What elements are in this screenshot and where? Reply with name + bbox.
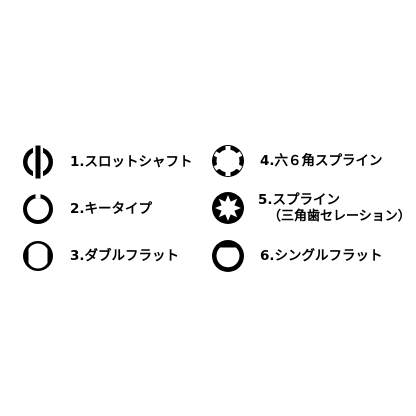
shaft-type-name-6: シングルフラット: [274, 247, 383, 264]
shaft-type-item-2: 2.キータイプ: [20, 191, 152, 227]
shaft-type-name-2: キータイプ: [84, 200, 153, 217]
double-flat-shaft-icon: [23, 241, 53, 271]
shaft-type-name-3: ダブルフラット: [84, 247, 180, 264]
shaft-type-number-1: 1.: [70, 153, 85, 170]
shaft-type-item-6: 6.シングルフラット: [208, 236, 383, 276]
shaft-type-number-6: 6.: [260, 247, 275, 264]
shaft-type-item-5: 5.スプライン （三角歯セレーション）: [208, 188, 411, 228]
shaft-type-item-4: 4.六６角スプライン: [208, 141, 383, 181]
shaft-type-sub-5: （三角歯セレーション）: [268, 208, 411, 224]
slotted-shaft-icon: [23, 145, 53, 179]
serration-spline-shaft-icon: [212, 192, 244, 224]
shaft-type-label-4: 4.六６角スプライン: [260, 153, 383, 170]
shaft-type-number-4: 4.: [260, 152, 275, 169]
shaft-type-label-5: 5.スプライン （三角歯セレーション）: [258, 192, 411, 225]
shaft-type-name-1: スロットシャフト: [84, 153, 193, 170]
shaft-type-label-6: 6.シングルフラット: [260, 248, 383, 265]
shaft-type-name-5: スプライン: [272, 191, 341, 208]
hex-spline-shaft-icon: [212, 145, 244, 177]
single-flat-shaft-icon: [212, 240, 244, 272]
shaft-type-number-5: 5.: [258, 191, 273, 208]
shaft-type-label-3: 3.ダブルフラット: [70, 248, 179, 265]
shaft-type-item-1: 1.スロットシャフト: [20, 144, 193, 180]
keyed-shaft-icon: [23, 193, 53, 224]
shaft-type-number-3: 3.: [70, 247, 85, 264]
shaft-type-label-2: 2.キータイプ: [70, 201, 152, 218]
shaft-type-name-4: 六６角スプライン: [274, 152, 383, 169]
shaft-type-item-3: 3.ダブルフラット: [20, 238, 179, 274]
shaft-type-number-2: 2.: [70, 200, 85, 217]
shaft-type-label-1: 1.スロットシャフト: [70, 154, 193, 171]
